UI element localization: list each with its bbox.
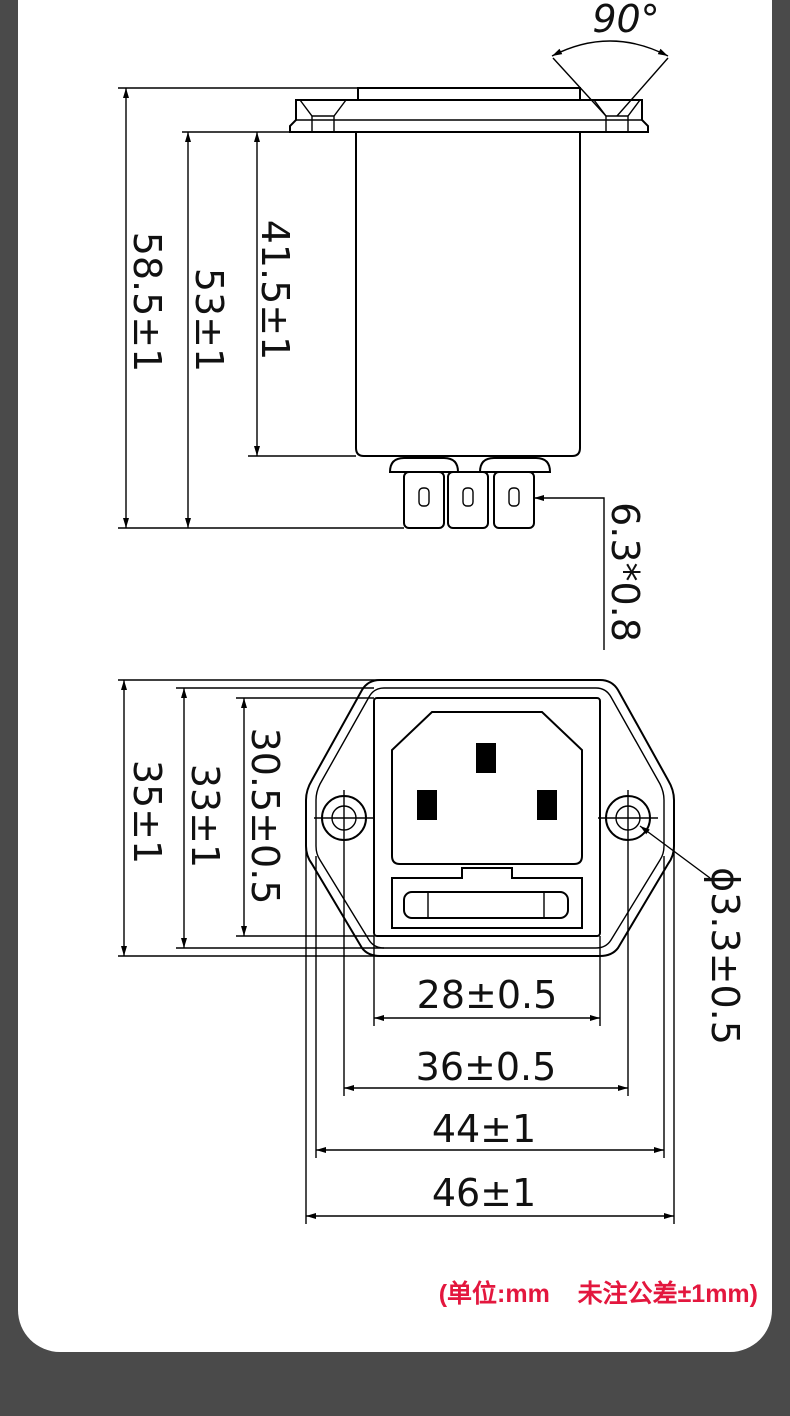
drawing-card — [18, 0, 772, 1352]
angle-label: 90° — [592, 0, 659, 41]
angle-arc — [551, 40, 669, 57]
dim-flange-height: 35±1 — [125, 760, 169, 864]
lid-top — [357, 87, 581, 101]
dim-total-height: 58.5±1 — [125, 232, 169, 373]
terminal-base-2 — [478, 457, 552, 473]
earth-pin — [476, 743, 496, 773]
dim-flange-width: 46±1 — [432, 1171, 536, 1215]
flange-screw-left — [299, 99, 347, 117]
neutral-pin — [537, 790, 557, 820]
unit-note: (单位:mm 未注公差±1mm) — [438, 1280, 758, 1308]
terminal-2 — [447, 471, 489, 529]
front-flange-inner — [315, 687, 665, 949]
dim-cutout-height: 30.5±0.5 — [243, 728, 287, 905]
fuse-drawer — [391, 867, 583, 929]
dim-hole-spacing: 36±0.5 — [416, 1045, 557, 1089]
side-view: 90° 58.5±1 53±1 41.5±1 6.3*0.8 — [118, 0, 669, 650]
dim-case-height: 41.5±1 — [253, 220, 297, 361]
dim-frame-height: 33±1 — [183, 764, 227, 868]
terminal-1 — [403, 471, 445, 529]
front-view: ϕ3.3±0.5 35±1 33±1 30.5±0.5 28±0.5 36±0.… — [118, 679, 747, 1224]
dim-terminal: 6.3*0.8 — [603, 502, 647, 642]
fuse — [403, 891, 569, 919]
dim-body-height: 53±1 — [187, 268, 231, 372]
terminal-3 — [493, 471, 535, 529]
flange-screw-right — [593, 99, 641, 117]
dim-hole: ϕ3.3±0.5 — [703, 867, 747, 1045]
terminal-base-1 — [388, 457, 460, 473]
mounting-flange — [289, 99, 649, 133]
line-pin — [417, 790, 437, 820]
filter-case — [355, 132, 581, 457]
dim-frame-width: 44±1 — [432, 1107, 536, 1151]
dim-cutout-width: 28±0.5 — [417, 973, 558, 1017]
socket-frame — [373, 697, 601, 937]
iec-inlet — [391, 711, 583, 865]
